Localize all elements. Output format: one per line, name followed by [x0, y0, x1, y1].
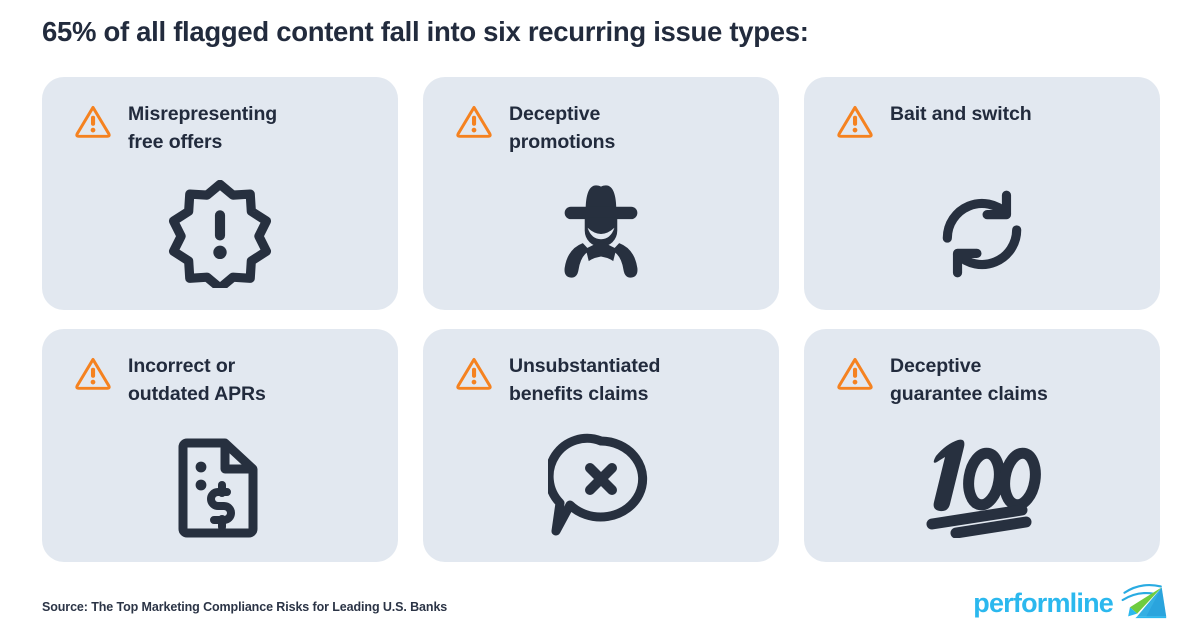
- swap-arrows-icon: [931, 183, 1033, 285]
- spy-detective-icon: [553, 178, 649, 289]
- card-header: Bait and switch: [804, 77, 1160, 142]
- card-title-line-1: Incorrect or: [128, 355, 236, 377]
- performline-logo[interactable]: performline: [973, 578, 1168, 629]
- card-header: Deceptive guarantee claims: [804, 329, 1160, 409]
- page-title: 65% of all flagged content fall into six…: [42, 16, 809, 47]
- card-title-line-2: free offers: [128, 131, 223, 154]
- card-title-line-1: Unsubstantiated: [509, 355, 661, 377]
- card-title: Deceptive promotions: [509, 99, 615, 157]
- card-header: Misrepresenting free offers: [42, 77, 398, 157]
- issue-card-deceptive-promotions[interactable]: Deceptive promotions: [423, 77, 779, 310]
- card-header: Deceptive promotions: [423, 77, 779, 157]
- issue-card-incorrect-outdated-aprs[interactable]: Incorrect or outdated APRs: [42, 329, 398, 562]
- card-title: Incorrect or outdated APRs: [128, 351, 266, 409]
- card-title-line-2: guarantee claims: [890, 383, 1048, 406]
- card-illustration: [804, 171, 1160, 296]
- document-dollar-icon: [177, 433, 263, 539]
- warning-triangle-icon: [453, 352, 495, 394]
- performline-pen-mark-icon: [1110, 578, 1168, 627]
- card-title-line-2: promotions: [509, 131, 616, 154]
- card-title: Bait and switch: [890, 99, 1032, 128]
- card-title-line-1: Bait and switch: [890, 103, 1032, 125]
- card-title-line-1: Deceptive: [509, 103, 601, 125]
- card-title: Deceptive guarantee claims: [890, 351, 1048, 409]
- source-caption: Source: The Top Marketing Compliance Ris…: [42, 600, 448, 614]
- card-title: Unsubstantiated benefits claims: [509, 351, 660, 409]
- warning-triangle-icon: [453, 100, 495, 142]
- card-illustration: [423, 423, 779, 548]
- card-illustration: [42, 171, 398, 296]
- card-illustration: [423, 171, 779, 296]
- card-title-line-2: benefits claims: [509, 383, 649, 406]
- card-illustration: [804, 423, 1160, 548]
- card-title-line-2: outdated APRs: [128, 383, 266, 406]
- warning-triangle-icon: [72, 352, 114, 394]
- card-title-line-1: Misrepresenting: [128, 103, 278, 125]
- card-illustration: [42, 423, 398, 548]
- warning-triangle-icon: [72, 100, 114, 142]
- card-header: Unsubstantiated benefits claims: [423, 329, 779, 409]
- speech-bubble-x-icon: [548, 433, 654, 539]
- card-title: Misrepresenting free offers: [128, 99, 277, 157]
- issue-card-bait-and-switch[interactable]: Bait and switch: [804, 77, 1160, 310]
- issue-card-deceptive-guarantee-claims[interactable]: Deceptive guarantee claims: [804, 329, 1160, 562]
- issue-card-grid: Misrepresenting free offers: [42, 77, 1160, 562]
- hundred-points-icon: [922, 434, 1042, 538]
- issue-card-misrepresenting-free-offers[interactable]: Misrepresenting free offers: [42, 77, 398, 310]
- card-title-line-1: Deceptive: [890, 355, 982, 377]
- warning-triangle-icon: [834, 100, 876, 142]
- warning-triangle-icon: [834, 352, 876, 394]
- badge-exclamation-icon: [166, 179, 274, 288]
- issue-card-unsubstantiated-benefits-claims[interactable]: Unsubstantiated benefits claims: [423, 329, 779, 562]
- logo-wordmark: performline: [973, 588, 1114, 618]
- card-header: Incorrect or outdated APRs: [42, 329, 398, 409]
